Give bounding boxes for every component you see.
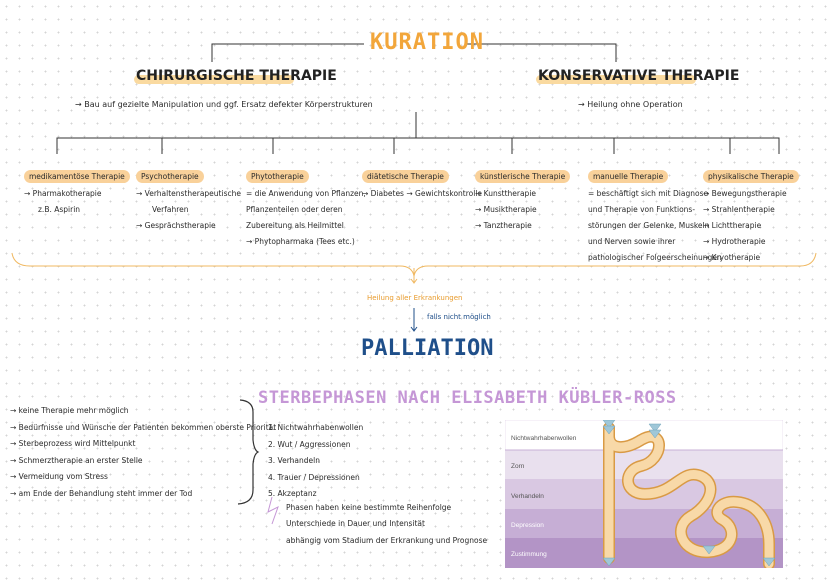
list-item: 5. Akzeptanz: [268, 489, 317, 498]
list-item: 3. Verhandeln: [268, 456, 320, 465]
list-item: → Kunsttherapie: [475, 189, 537, 198]
phase-note: Phasen haben keine bestimmte Reihenfolge: [286, 503, 452, 512]
band-label: Nichtwahrhabenwollen: [511, 435, 577, 442]
category-label: medikamentöse Therapie: [24, 170, 130, 183]
list-item: → Tanztherapie: [475, 221, 532, 230]
category-label: diätetische Therapie: [362, 170, 449, 183]
list-item: → Hydrotherapie: [703, 237, 766, 246]
category-label: Phytotherapie: [246, 170, 309, 183]
phase-note: abhängig vom Stadium der Erkrankung und …: [286, 536, 488, 545]
list-item: 2. Wut / Aggressionen: [268, 439, 351, 449]
list-item: störungen der Gelenke, Muskeln: [588, 221, 710, 230]
list-item: und Therapie von Funktions-: [588, 205, 696, 214]
palliation-title: PALLIATION: [361, 336, 494, 361]
category-manuell: manuelle Therapie = beschäftigt sich mit…: [588, 164, 722, 266]
konservative-therapie-heading: KONSERVATIVE THERAPIE: [538, 68, 740, 84]
kuration-title: KURATION: [370, 30, 484, 55]
list-item: pathologischer Folgeerscheinungen: [588, 253, 722, 262]
band-4: [505, 538, 783, 568]
list-item: → Phytopharmaka (Tees etc.): [246, 237, 355, 246]
list-item: → Vermeidung vom Stress: [10, 472, 108, 481]
category-label: künstlerische Therapie: [475, 170, 571, 183]
phase-diagram: Nichtwahrhabenwollen Zorn Verhandeln Dep…: [505, 420, 783, 568]
band-3: [505, 509, 783, 538]
list-item: → Gesprächstherapie: [136, 221, 216, 230]
band-label: Depression: [511, 522, 544, 529]
phase-list: 1. Nichtwahrhabenwollen 2. Wut / Aggress…: [268, 420, 363, 503]
list-item: → Pharmakotherapie: [24, 189, 102, 198]
list-item: 4. Trauer / Depressionen: [268, 472, 360, 482]
category-label: physikalische Therapie: [703, 170, 799, 183]
band-label: Zorn: [511, 463, 525, 470]
list-item: → Kryotherapie: [703, 253, 761, 262]
list-item: → Sterbeprozess wird Mittelpunkt: [10, 439, 136, 448]
list-item: Pflanzenteilen oder deren: [246, 205, 343, 214]
list-item: Verfahren: [152, 205, 189, 214]
list-item: 1. Nichtwahrhabenwollen: [268, 423, 364, 432]
category-diaetetisch: diätetische Therapie → Diabetes → Gewich…: [362, 164, 482, 202]
chirurgische-therapie-heading: CHIRURGISCHE THERAPIE: [136, 68, 337, 84]
list-item: → Strahlentherapie: [703, 205, 775, 214]
list-item: → keine Therapie mehr möglich: [10, 406, 129, 415]
list-item: → Verhaltenstherapeutische: [136, 189, 241, 198]
transition-note-orange: Heilung aller Erkrankungen: [367, 294, 463, 302]
category-physikalisch: physikalische Therapie → Bewegungstherap…: [703, 164, 799, 266]
palliation-list: → keine Therapie mehr möglich → Bedürfni…: [10, 403, 276, 502]
list-item: → Musiktherapie: [475, 205, 537, 214]
category-phytotherapie: Phytotherapie = die Anwendung von Pflanz…: [246, 164, 366, 250]
list-item: → Lichttherapie: [703, 221, 762, 230]
list-item: und Nerven sowie ihrer: [588, 237, 676, 246]
list-item: Zubereitung als Heilmittel: [246, 221, 344, 230]
list-item: → Diabetes → Gewichtskontrolle: [362, 189, 483, 198]
arrow-head-icons: [602, 420, 776, 567]
category-label: Psychotherapie: [136, 170, 204, 183]
list-item: → am Ende der Behandlung steht immer der…: [10, 488, 193, 498]
list-item: → Schmerztherapie an erster Stelle: [10, 455, 143, 465]
list-item: z.B. Aspirin: [38, 205, 81, 214]
band-label: Verhandeln: [511, 493, 544, 500]
kuebler-ross-title: STERBEPHASEN NACH ELISABETH KÜBLER-ROSS: [258, 388, 677, 408]
list-item: → Bewegungstherapie: [703, 189, 787, 198]
category-label: manuelle Therapie: [588, 170, 669, 183]
list-item: = beschäftigt sich mit Diagnose: [588, 189, 709, 198]
chirurgisch-note: → Bau auf gezielte Manipulation und ggf.…: [75, 100, 373, 109]
phase-note: Unterschiede in Dauer und Intensität: [286, 519, 425, 528]
list-item: → Bedürfnisse und Wünsche der Patienten …: [10, 422, 277, 432]
band-label: Zustimmung: [511, 551, 547, 558]
phase-path: [604, 423, 774, 568]
konservativ-note: → Heilung ohne Operation: [578, 100, 683, 109]
list-item: = die Anwendung von Pflanzen,: [246, 189, 366, 198]
transition-note-blue: falls nicht möglich: [427, 313, 491, 321]
category-kuenstlerisch: künstlerische Therapie → Kunsttherapie →…: [475, 164, 571, 234]
category-medikamentoes: medikamentöse Therapie → Pharmakotherapi…: [24, 164, 130, 218]
category-psychotherapie: Psychotherapie → Verhaltenstherapeutisch…: [136, 164, 241, 234]
